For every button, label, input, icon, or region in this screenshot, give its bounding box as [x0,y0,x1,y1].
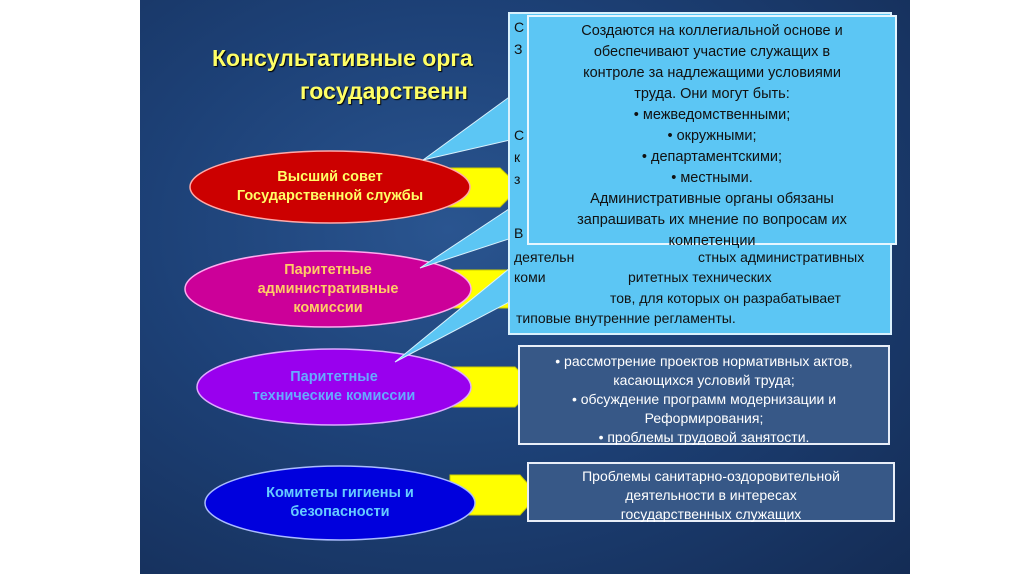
text-line: • рассмотрение проектов нормативных акто… [555,353,853,369]
hygiene-info-box: Проблемы санитарно-оздоровительной деяте… [527,462,895,522]
ellipse-hygiene-committees [204,465,476,541]
text-line: • департаментскими; [641,149,783,165]
text-line: Паритетные [290,369,378,385]
text-line: деятельн [514,249,575,265]
fragment: С [514,127,525,143]
ellipse-high-council [189,150,471,224]
text-line: Создаются на коллегиальной основе и [581,23,843,39]
slide: Консультативные орга государственн С З С… [140,0,910,574]
text-line: безопасности [290,504,390,520]
callout-wedges [394,94,533,363]
tech-commissions-info-box: • рассмотрение проектов нормативных акто… [518,345,890,445]
text-line: Проблемы санитарно-оздоровительной [582,468,840,484]
text-line: труда. Они могут быть: [634,86,790,102]
text-line: запрашивать их мнение по вопросам их [577,212,847,228]
text-line: • межведомственными; [633,107,791,123]
fragment: З [514,41,523,57]
text-line: стных административных [698,249,865,265]
text-line: типовые внутренние регламенты. [516,310,736,326]
text-line: касающихся условий труда; [613,372,795,388]
fragment: С [514,19,525,35]
text-line: • местными. [671,170,753,186]
text-line: административные [257,280,399,297]
slide-title-line1: Консультативные орга [212,45,473,71]
ellipse-tech-commissions [196,348,472,426]
text-line: Реформирования; [644,410,764,426]
text-line: тов, для которых он разрабатывает [610,290,841,306]
text-line: технические комиссии [252,388,416,404]
text-line: ритетных технических [628,269,772,285]
text-line: Паритетные [284,261,372,278]
text-line: контроле за надлежащими условиями [583,65,841,81]
text-line: Административные органы обязаны [590,191,834,207]
text-line: комиссии [293,299,363,316]
text-line: деятельности в интересах [625,487,797,503]
text-line: • обсуждение программ модернизации и [571,391,837,407]
admin-commissions-label: Паритетные административные комиссии [185,251,471,327]
text-line: компетенции [668,233,756,249]
hygiene-committees-label: Комитеты гигиены и безопасности [205,466,475,540]
high-council-info-box: Создаются на коллегиальной основе и обес… [527,15,897,249]
text-line: Высший совет [277,169,383,185]
slide-title-line2: государственн [300,78,468,104]
text-line: государственных служащих [620,506,802,522]
text-line: • окружными; [667,128,757,144]
diagram-shapes [184,150,539,541]
text-line: • проблемы трудовой занятости. [598,429,810,445]
text-line: Государственной службы [236,188,424,204]
ellipse-admin-commissions [184,250,472,328]
fragment: В [514,225,524,241]
fragment: к [514,149,521,165]
text-line: обеспечивают участие служащих в [593,44,831,60]
tech-commissions-label: Паритетные технические комиссии [197,349,471,425]
text-line: Комитеты гигиены и [266,485,414,501]
fragment: з [514,171,521,187]
text-line: коми [514,269,546,285]
